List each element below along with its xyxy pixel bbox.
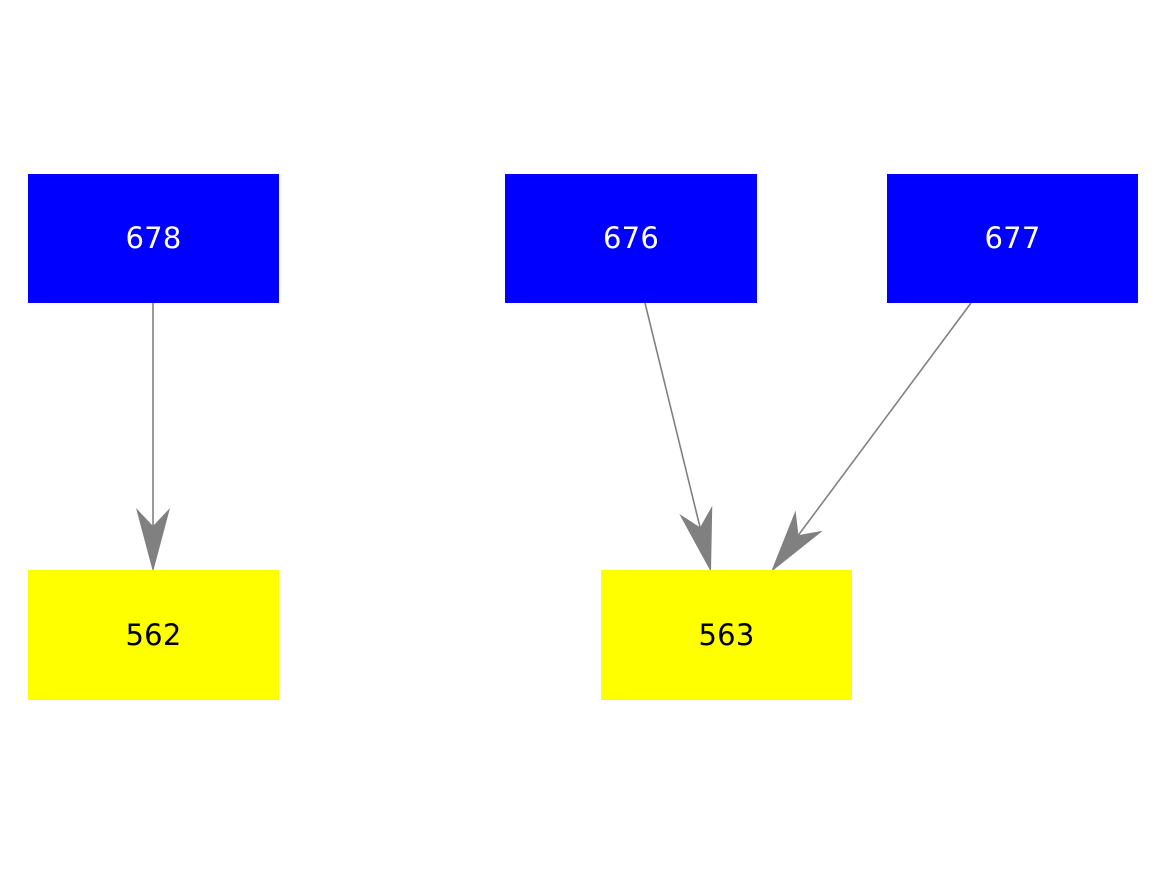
graph-node-label: 676 bbox=[603, 221, 659, 255]
graph-edge-arrowhead bbox=[771, 510, 823, 572]
graph-edge-line bbox=[644, 302, 711, 567]
graph-node-677[interactable]: 677 bbox=[887, 174, 1138, 303]
graph-node-label: 563 bbox=[698, 617, 755, 652]
graph-edge-arrowhead bbox=[136, 508, 170, 572]
graph-edge-line bbox=[773, 302, 972, 568]
graph-node-label: 562 bbox=[125, 617, 182, 652]
graph-node-676[interactable]: 676 bbox=[505, 174, 757, 303]
graph-node-562[interactable]: 562 bbox=[28, 570, 279, 700]
graph-node-label: 678 bbox=[125, 221, 182, 255]
graph-edge-arrowhead bbox=[679, 505, 713, 572]
graph-node-678[interactable]: 678 bbox=[28, 174, 279, 303]
graph-node-label: 677 bbox=[984, 221, 1041, 255]
graph-node-563[interactable]: 563 bbox=[601, 570, 852, 700]
